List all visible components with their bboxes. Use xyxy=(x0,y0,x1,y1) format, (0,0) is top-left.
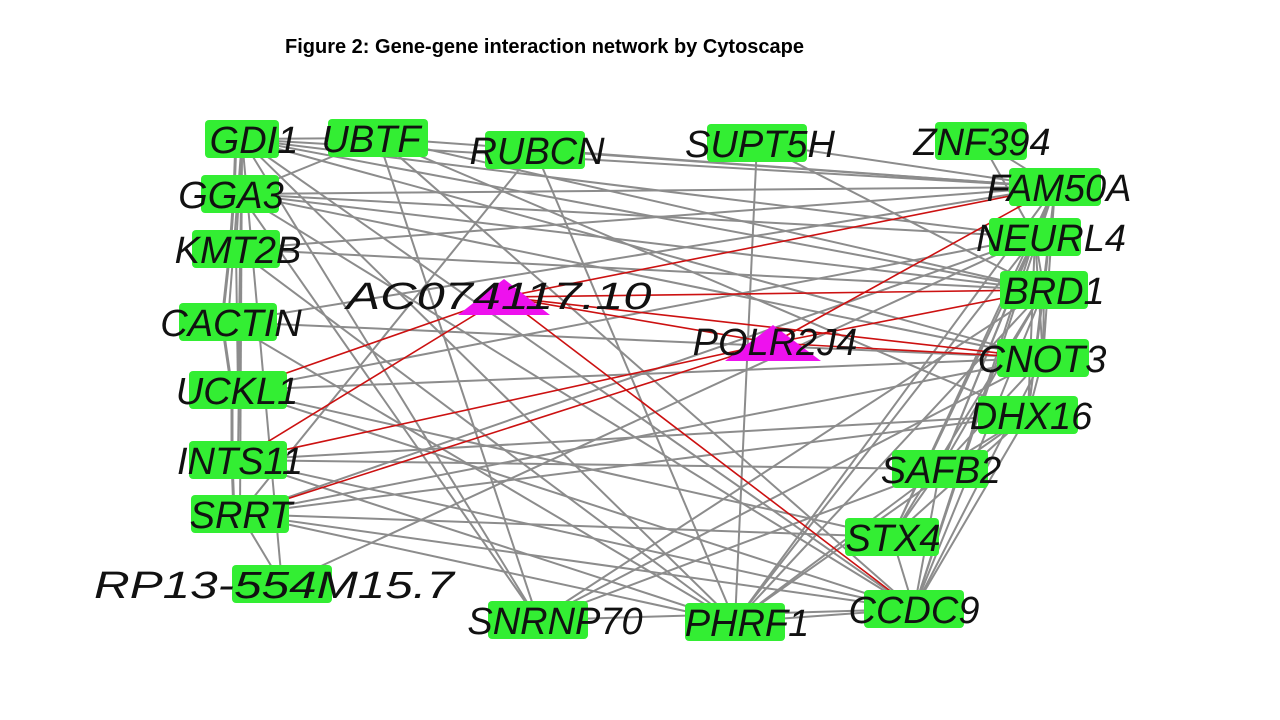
label-uckl1: UCKL1 xyxy=(176,371,299,413)
edge-SRRT-DHX16 xyxy=(239,414,1029,515)
edge-PHRF1-SAFB2 xyxy=(734,468,941,623)
gene-node-ccdc9[interactable] xyxy=(864,590,964,628)
edge-SRRT-PHRF1 xyxy=(239,513,736,623)
label-rubcn: RUBCN xyxy=(469,131,605,173)
gene-node-gga3[interactable] xyxy=(201,175,279,213)
gene-node-uckl1[interactable] xyxy=(189,371,287,409)
gene-node-ints11[interactable] xyxy=(189,441,287,479)
label-brd1: BRD1 xyxy=(1003,271,1104,313)
edge-CACTIN-CNOT3 xyxy=(227,321,1044,359)
gene-node-rp13-554m15.7[interactable] xyxy=(232,565,332,603)
edge-RUBCN-PHRF1 xyxy=(534,149,736,623)
edge-UBTF-SNRNP70 xyxy=(377,137,539,621)
red-edge-AC074117.10-BRD1 xyxy=(503,289,1045,298)
label-stx4: STX4 xyxy=(845,518,940,560)
red-edges xyxy=(237,186,1056,610)
label-safb2: SAFB2 xyxy=(881,450,1001,492)
gene-node-stx4[interactable] xyxy=(845,518,939,556)
edge-SNRNP70-CNOT3 xyxy=(537,357,1044,621)
red-edge-POLR2J4-INTS11 xyxy=(237,342,774,461)
edge-UBTF-DHX16 xyxy=(377,137,1029,416)
edge-PHRF1-BRD1 xyxy=(734,289,1045,623)
hub-node-polr2j4[interactable] xyxy=(725,325,821,361)
label-fam50a: FAM50A xyxy=(986,168,1131,210)
edge-GGA3-CCDC9 xyxy=(239,193,915,610)
edge-BRD1-STX4 xyxy=(891,289,1045,538)
hub-node-ac074117.10[interactable] xyxy=(458,279,550,315)
gene-node-phrf1[interactable] xyxy=(685,603,785,641)
label-supt5h: SUPT5H xyxy=(685,124,835,166)
edge-GGA3-CNOT3 xyxy=(239,193,1044,359)
figure-title: Figure 2: Gene-gene interaction network … xyxy=(285,36,805,58)
edge-SNRNP70-BRD1 xyxy=(537,289,1045,621)
label-kmt2b: KMT2B xyxy=(175,230,302,272)
edge-SRRT-STX4 xyxy=(239,513,893,538)
label-cactin: CACTIN xyxy=(160,303,302,345)
gene-node-fam50a[interactable] xyxy=(1009,168,1101,206)
label-srrt: SRRT xyxy=(190,495,296,537)
red-edge-AC074117.10-CCDC9 xyxy=(503,296,915,610)
edge-RUBCN-FAM50A xyxy=(534,149,1056,188)
label-ubtf: UBTF xyxy=(321,119,422,161)
label-neurl4: NEURL4 xyxy=(976,218,1126,260)
label-snrnp70: SNRNP70 xyxy=(467,601,642,643)
edge-SRRT-CCDC9 xyxy=(239,513,915,610)
gray-edges xyxy=(220,137,1056,623)
edge-GGA3-FAM50A xyxy=(239,186,1056,195)
red-edge-AC074117.10-FAM50A xyxy=(503,186,1056,298)
edge-CACTIN-FAM50A xyxy=(227,186,1056,323)
edge-SNRNP70-SAFB2 xyxy=(537,468,941,621)
label-gdi1: GDI1 xyxy=(210,120,299,162)
edge-SRRT-NEURL4 xyxy=(239,236,1036,515)
gene-node-safb2[interactable] xyxy=(892,450,988,488)
red-edge-AC074117.10-POLR2J4 xyxy=(503,296,774,344)
red-edge-AC074117.10-INTS11 xyxy=(237,296,505,461)
label-phrf1: PHRF1 xyxy=(685,603,810,645)
gene-node-srrt[interactable] xyxy=(191,495,289,533)
edge-NEURL4-DHX16 xyxy=(1027,236,1036,416)
gene-node-brd1[interactable] xyxy=(1000,271,1088,309)
edge-PHRF1-FAM50A xyxy=(734,186,1056,623)
edge-GGA3-NEURL4 xyxy=(239,193,1036,238)
gene-node-znf394[interactable] xyxy=(935,122,1027,160)
label-znf394: ZNF394 xyxy=(912,122,1050,164)
edge-SUPT5H-PHRF1 xyxy=(734,142,758,623)
nodes xyxy=(179,119,1101,641)
edge-GDI1-CNOT3 xyxy=(241,138,1044,359)
edge-INTS11-SAFB2 xyxy=(237,459,941,470)
red-edge-POLR2J4-BRD1 xyxy=(772,289,1045,344)
edge-INTS11-PHRF1 xyxy=(237,459,736,623)
edge-RP13-554M15.7-NEURL4 xyxy=(281,236,1036,585)
edge-GGA3-BRD1 xyxy=(239,193,1045,291)
edge-UCKL1-NEURL4 xyxy=(237,236,1036,391)
label-dhx16: DHX16 xyxy=(970,396,1093,438)
label-ints11: INTS11 xyxy=(177,441,303,483)
gene-node-cactin[interactable] xyxy=(179,303,277,341)
gene-node-cnot3[interactable] xyxy=(997,339,1089,377)
edge-INTS11-CCDC9 xyxy=(237,459,915,610)
edge-KMT2B-FAM50A xyxy=(235,186,1056,250)
gene-node-gdi1[interactable] xyxy=(205,120,279,158)
edge-GDI1-SNRNP70 xyxy=(241,138,539,621)
red-edge-POLR2J4-FAM50A xyxy=(772,186,1056,344)
gene-node-rubcn[interactable] xyxy=(485,131,585,169)
gene-node-snrnp70[interactable] xyxy=(488,601,588,639)
gene-node-kmt2b[interactable] xyxy=(192,230,280,268)
label-cnot3: CNOT3 xyxy=(978,339,1107,381)
label-polr2j4: POLR2J4 xyxy=(693,322,858,364)
gene-node-supt5h[interactable] xyxy=(707,124,807,162)
label-ac074117.10: AC074117.10 xyxy=(344,276,652,318)
label-rp13-554m15.7: RP13-554M15.7 xyxy=(94,565,456,607)
edge-GDI1-BRD1 xyxy=(241,138,1045,291)
label-gga3: GGA3 xyxy=(178,175,284,217)
label-ccdc9: CCDC9 xyxy=(849,590,980,632)
gene-node-ubtf[interactable] xyxy=(328,119,428,157)
gene-node-neurl4[interactable] xyxy=(989,218,1081,256)
gene-node-dhx16[interactable] xyxy=(978,396,1078,434)
red-edge-POLR2J4-SRRT xyxy=(239,342,774,515)
edge-CCDC9-DHX16 xyxy=(913,414,1029,610)
edge-RUBCN-SRRT xyxy=(239,149,536,515)
